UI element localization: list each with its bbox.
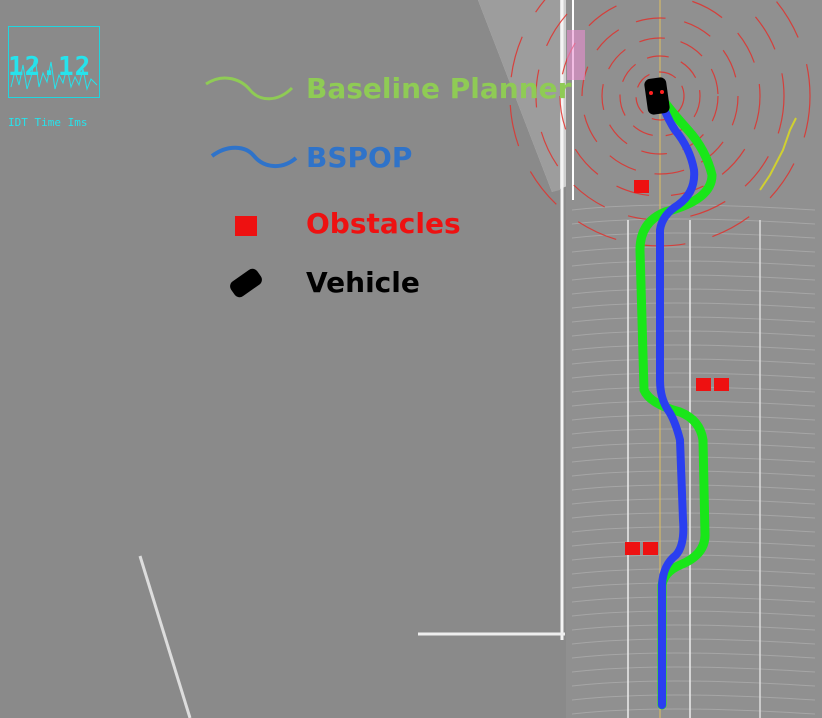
bspop-path bbox=[656, 92, 699, 709]
baseline-planner-path bbox=[635, 91, 717, 710]
sensor-patch-shadow bbox=[478, 0, 560, 192]
scan-streak bbox=[138, 555, 192, 718]
vehicle-light bbox=[649, 91, 653, 95]
timing-hud-frame bbox=[8, 26, 100, 98]
timing-caption: IDT Time Ims bbox=[8, 116, 88, 129]
legend-label-obstacles: Obstacles bbox=[306, 207, 461, 240]
clutter-patch bbox=[567, 30, 585, 80]
timing-value: 12.12 bbox=[8, 52, 92, 82]
vehicle-marker bbox=[644, 77, 670, 115]
lidar-fragment bbox=[759, 117, 797, 191]
wave-line-icon bbox=[205, 76, 294, 101]
obstacle bbox=[714, 378, 729, 391]
obstacle bbox=[634, 180, 649, 193]
wave-line-icon bbox=[210, 145, 298, 168]
legend-label-baseline: Baseline Planner bbox=[306, 72, 572, 105]
legend-label-vehicle: Vehicle bbox=[306, 266, 420, 299]
lidar-scan-texture bbox=[571, 204, 816, 715]
obstacle bbox=[643, 542, 658, 555]
legend-label-bspop: BSPOP bbox=[306, 141, 413, 174]
square-icon bbox=[235, 216, 257, 236]
timing-sparkline bbox=[10, 56, 98, 91]
obstacle bbox=[696, 378, 711, 391]
vehicle-light bbox=[660, 90, 664, 94]
obstacle bbox=[625, 542, 640, 555]
